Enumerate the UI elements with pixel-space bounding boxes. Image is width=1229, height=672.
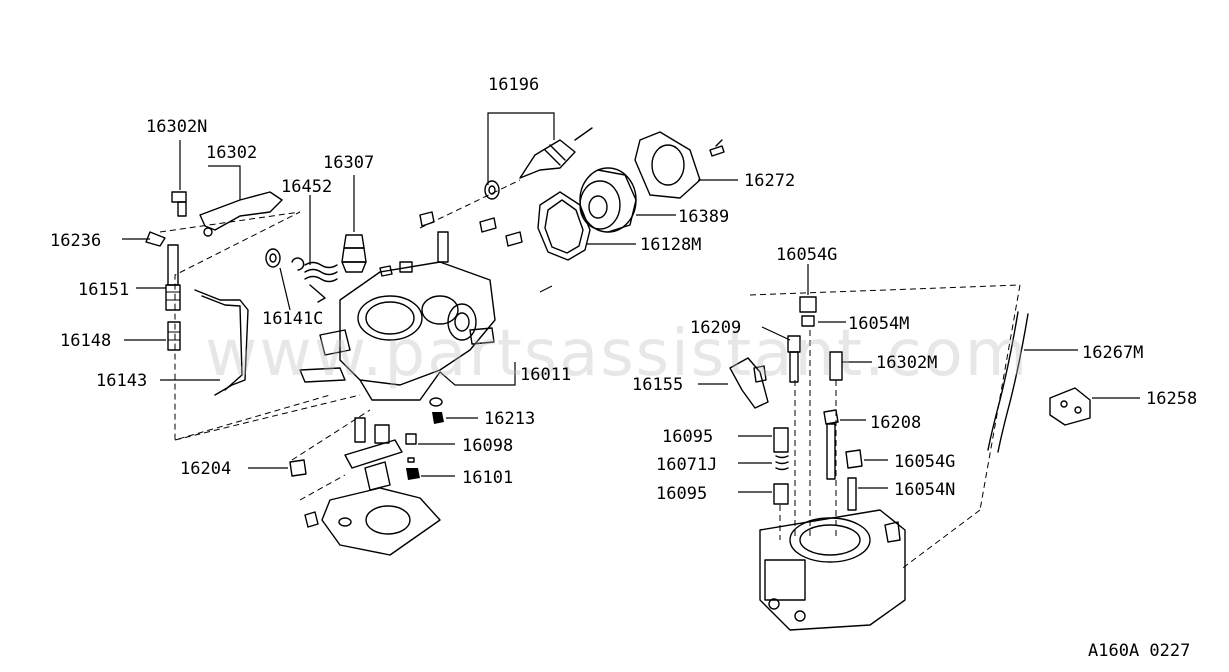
label-16054M: 16054M [848, 314, 909, 334]
label-16054N: 16054N [894, 480, 955, 500]
label-16098: 16098 [462, 436, 513, 456]
watermark-text: www.partsassistant.com [205, 317, 1029, 391]
label-16236: 16236 [50, 231, 101, 251]
label-16196: 16196 [488, 75, 539, 95]
label-16054G-top: 16054G [776, 245, 837, 265]
label-16148: 16148 [60, 331, 111, 351]
label-16011: 16011 [520, 365, 571, 385]
label-16258: 16258 [1146, 389, 1197, 409]
throttle-base-part [248, 409, 441, 556]
lower-small-parts [405, 397, 478, 480]
label-16302N: 16302N [146, 117, 207, 137]
label-16208: 16208 [870, 413, 921, 433]
jet-parts [761, 264, 872, 383]
label-16307: 16307 [323, 153, 374, 173]
washer-16141C-part [265, 248, 305, 311]
label-16141C: 16141C [262, 309, 323, 329]
label-16452: 16452 [281, 177, 332, 197]
label-16389: 16389 [678, 207, 729, 227]
boot-16307-part [341, 175, 367, 273]
top-screws-part [379, 211, 553, 293]
linkage-group-outline [159, 211, 361, 441]
lower-body-part [759, 330, 906, 631]
label-16302: 16302 [206, 143, 257, 163]
screw-16208-part [823, 409, 866, 480]
needle-valve-part [419, 112, 593, 229]
label-16272: 16272 [744, 171, 795, 191]
reference-code: A160A 0227 [1088, 641, 1190, 661]
spring-16452-part [304, 195, 338, 303]
label-16267M: 16267M [1082, 343, 1143, 363]
bracket-16155-part [698, 357, 769, 409]
label-16209: 16209 [690, 318, 741, 338]
label-16095-b: 16095 [656, 484, 707, 504]
label-16054G-bottom: 16054G [894, 452, 955, 472]
label-16302M: 16302M [876, 353, 937, 373]
cover-plate-part [634, 131, 738, 199]
plate-16258-part [1049, 387, 1140, 426]
linkage-rod-part [122, 231, 249, 396]
throttle-lever-part [171, 140, 283, 237]
carburetor-body-part [299, 261, 516, 401]
label-16095-a: 16095 [662, 427, 713, 447]
hose-16267M-part [987, 311, 1078, 453]
label-16213: 16213 [484, 409, 535, 429]
diaphragm-housing-part [579, 167, 676, 233]
label-16128M: 16128M [640, 235, 701, 255]
label-16151: 16151 [78, 280, 129, 300]
lower-jets-part [845, 449, 888, 511]
label-16155: 16155 [632, 375, 683, 395]
label-16071J: 16071J [656, 455, 717, 475]
label-16204: 16204 [180, 459, 231, 479]
gasket-16128M-part [537, 191, 636, 261]
label-16143: 16143 [96, 371, 147, 391]
jet-stack-part [738, 427, 789, 505]
label-16101: 16101 [462, 468, 513, 488]
